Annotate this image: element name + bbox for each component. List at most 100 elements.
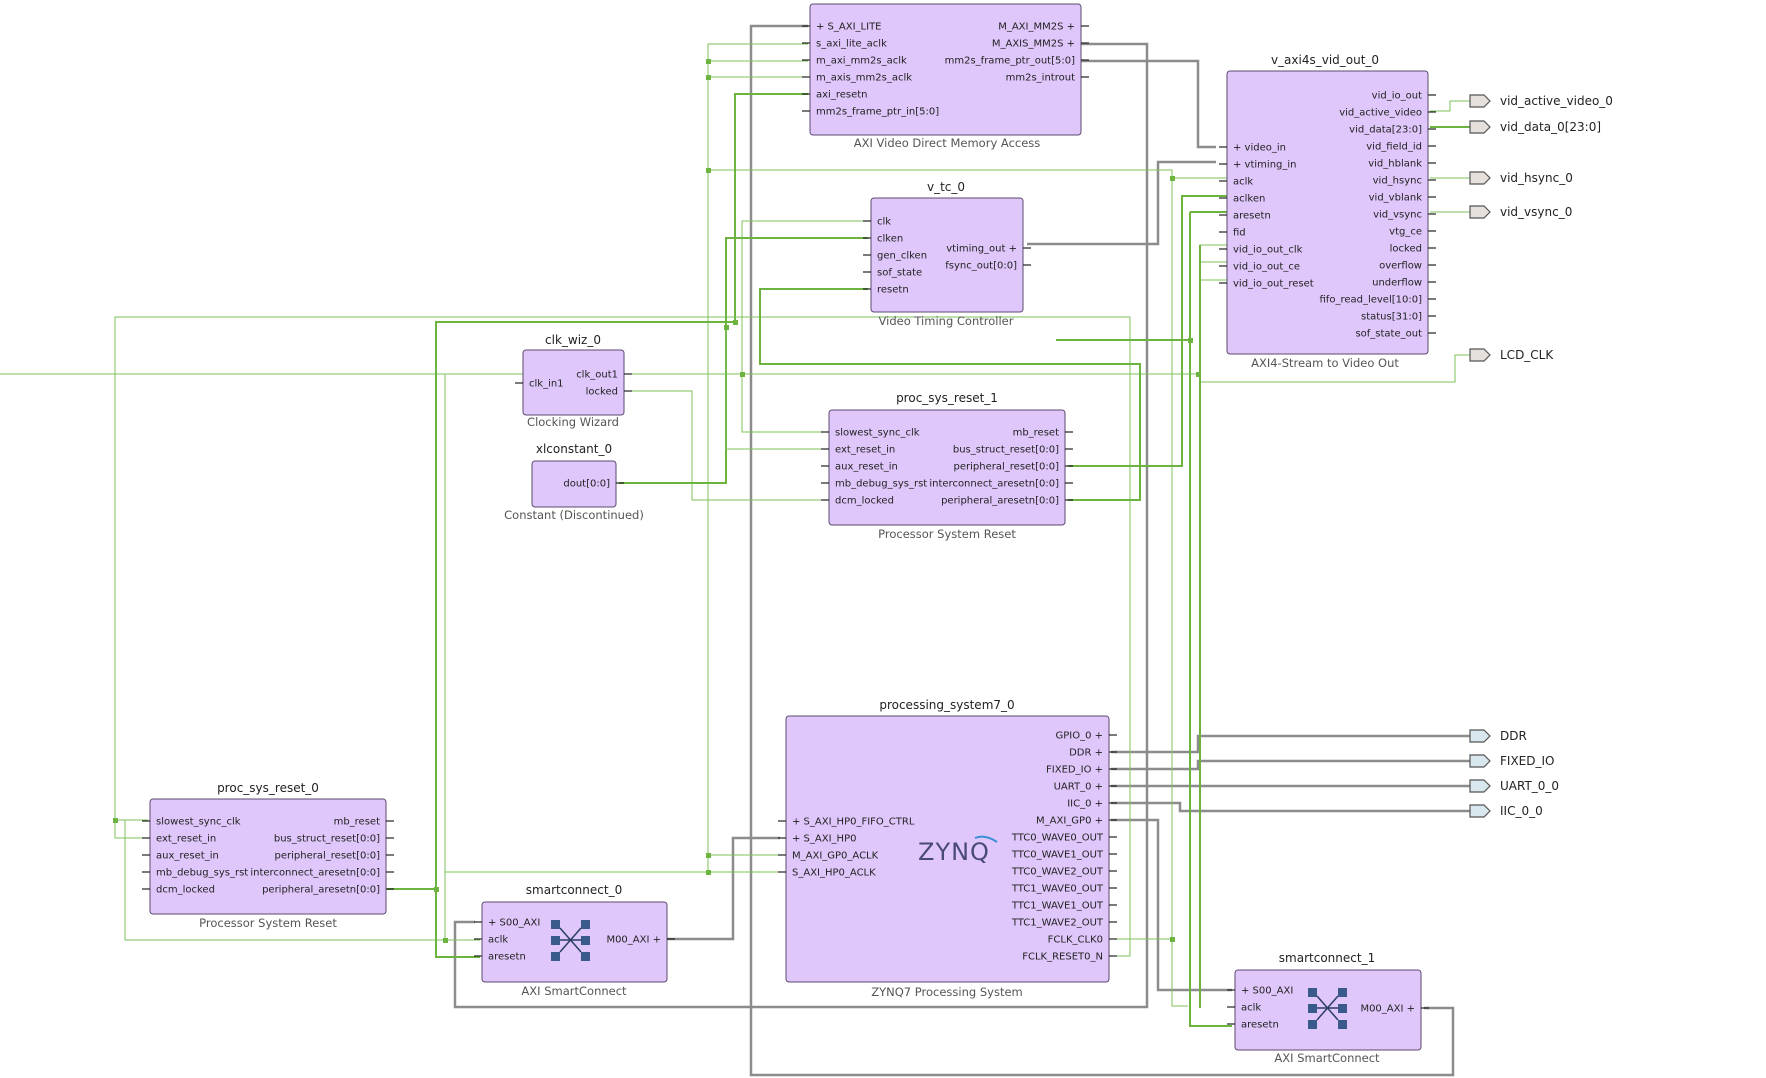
smartconnect-crossbar-icon [1308,988,1347,1029]
vid-out-desc: AXI4-Stream to Video Out [1251,356,1399,370]
block-vtc[interactable]: v_tc_0 Video Timing Controller clkclkeng… [863,180,1031,328]
port-label-ttc1-wave2-out: TTC1_WAVE2_OUT [1011,918,1104,929]
wire-vtc-to-vidout-timing[interactable] [1027,160,1216,246]
sc0-name: smartconnect_0 [526,883,622,897]
port-label-peripheral-reset-0-0-: peripheral_reset[0:0] [275,851,381,862]
block-axi-vdma[interactable]: AXI Video Direct Memory Access + S_AXI_L… [802,3,1089,150]
wire-ddr[interactable] [1111,734,1470,754]
block-zynq-ps7[interactable]: processing_system7_0 ZYNQ7 Processing Sy… [778,698,1117,999]
block-smartconnect-1[interactable]: smartconnect_1 AXI SmartConnect + S00_AX… [1227,951,1429,1065]
smartconnect-crossbar-icon [551,920,590,961]
zynq-logo-swoosh-icon [974,835,998,843]
ext-port-vid-active-video-0-icon[interactable] [1469,94,1491,108]
wire-vdma-axis-to-vidout[interactable] [1081,59,1216,149]
port-label-aresetn: aresetn [488,952,526,963]
wire-sc0-m00-to-ps7-hp0[interactable] [667,836,780,941]
ext-port-lcd-clk-icon[interactable] [1469,348,1491,362]
port-label-ttc1-wave1-out: TTC1_WAVE1_OUT [1011,901,1104,912]
port-label-aclk: aclk [1241,1003,1261,1014]
port-label-video-in: + video_in [1233,143,1286,154]
block-clk-wiz[interactable]: clk_wiz_0 Clocking Wizard clk_in1clk_out… [515,333,632,429]
ps7-desc: ZYNQ7 Processing System [871,985,1022,999]
ext-port-label-vid-data-0-23-0: vid_data_0[23:0] [1500,120,1601,134]
port-label-bus-struct-reset-0-0-: bus_struct_reset[0:0] [953,445,1059,456]
ps7-name: processing_system7_0 [879,698,1014,712]
port-label-mb-debug-sys-rst: mb_debug_sys_rst [156,868,248,879]
ext-port-vid-data-0-23-0-icon[interactable] [1469,120,1491,134]
ext-port-label-vid-active-video-0: vid_active_video_0 [1500,94,1613,108]
port-label-overflow: overflow [1379,261,1422,272]
port-label-m-axi-gp0: M_AXI_GP0 + [1036,816,1103,827]
block-proc-sys-reset-1[interactable]: proc_sys_reset_1 Processor System Reset … [821,391,1073,541]
sc1-name: smartconnect_1 [1279,951,1375,965]
wire-fclk-reset0-n[interactable] [114,316,1131,957]
ext-port-label-lcd-clk: LCD_CLK [1500,348,1554,362]
port-label-vid-data-23-0-: vid_data[23:0] [1349,125,1422,136]
ext-port-label-vid-vsync-0: vid_vsync_0 [1500,205,1572,219]
psr0-desc: Processor System Reset [199,916,337,930]
wire-clk-out1[interactable] [625,354,1470,383]
port-label-m-axis-mm2s-aclk: m_axis_mm2s_aclk [816,73,912,84]
port-label-s-axi-lite: + S_AXI_LITE [816,22,882,33]
vdma-desc: AXI Video Direct Memory Access [854,136,1041,150]
port-label-aux-reset-in: aux_reset_in [835,462,898,473]
port-label-mb-reset: mb_reset [334,817,380,828]
port-label-s-axi-lite-aclk: s_axi_lite_aclk [816,39,887,50]
port-label-interconnect-aresetn-0-0-: interconnect_aresetn[0:0] [929,479,1059,490]
port-label-gen-clken: gen_clken [877,251,927,262]
psr1-name: proc_sys_reset_1 [896,391,998,405]
ext-port-iic-0-0-icon[interactable] [1469,804,1491,818]
wire-ps7-gp0-to-sc1[interactable] [1111,818,1232,992]
wire-fclk-clk0-net[interactable] [707,43,1173,940]
port-label-uart-0: UART_0 + [1054,782,1103,793]
port-label-ext-reset-in: ext_reset_in [156,834,216,845]
port-label-mb-reset: mb_reset [1013,428,1059,439]
port-label-resetn: resetn [877,285,909,296]
block-smartconnect-0[interactable]: smartconnect_0 AXI SmartConnect + S00_AX… [474,883,675,998]
port-label-ttc0-wave2-out: TTC0_WAVE2_OUT [1011,867,1104,878]
port-label-dout-0-0-: dout[0:0] [563,479,610,490]
port-label-aclken: aclken [1233,194,1265,205]
block-vid-out[interactable]: v_axi4s_vid_out_0 AXI4-Stream to Video O… [1219,53,1436,370]
port-label-ext-reset-in: ext_reset_in [835,445,895,456]
port-label-slowest-sync-clk: slowest_sync_clk [156,817,241,828]
port-label-vid-vsync: vid_vsync [1373,210,1422,221]
psr0-name: proc_sys_reset_0 [217,781,319,795]
vtc-desc: Video Timing Controller [879,314,1014,328]
ext-port-fixed-io-icon[interactable] [1469,754,1491,768]
ext-port-label-ddr: DDR [1500,729,1527,743]
ext-port-uart-0-0-icon[interactable] [1469,779,1491,793]
ext-port-vid-vsync-0-icon[interactable] [1469,205,1491,219]
wire-vdma-mm2s-to-sc0[interactable] [453,42,1149,1009]
wire-peripheral-reset-1[interactable] [1068,195,1230,467]
external-ports: vid_active_video_0vid_data_0[23:0]vid_hs… [1469,94,1613,818]
port-label-iic-0: IIC_0 + [1067,799,1103,810]
port-label-vid-active-video: vid_active_video [1339,108,1422,119]
port-label-locked: locked [1390,244,1422,255]
port-label-mm2s-introut: mm2s_introut [1006,73,1075,84]
port-label-peripheral-reset-0-0-: peripheral_reset[0:0] [954,462,1060,473]
port-label-vtiming-out: vtiming_out + [946,244,1017,255]
port-label-m-axi-mm2s: M_AXI_MM2S + [998,22,1075,33]
wire-clkwiz-locked[interactable] [625,390,828,501]
xlconst-name: xlconstant_0 [536,442,612,456]
wire-fixed-io[interactable] [1111,759,1470,771]
clkwiz-desc: Clocking Wizard [527,415,619,429]
ext-port-vid-hsync-0-icon[interactable] [1469,171,1491,185]
block-proc-sys-reset-0[interactable]: proc_sys_reset_0 Processor System Reset … [142,781,394,930]
wire-iic[interactable] [1111,801,1470,813]
wire-peripheral-aresetn-1[interactable] [759,288,1141,501]
port-label-fixed-io: FIXED_IO + [1046,765,1103,776]
port-label-underflow: underflow [1372,278,1422,289]
port-label-ttc0-wave0-out: TTC0_WAVE0_OUT [1011,833,1104,844]
port-label-m-axis-mm2s: M_AXIS_MM2S + [992,39,1075,50]
wire-vid-active-video[interactable] [1430,100,1470,112]
port-label-fsync-out-0-0-: fsync_out[0:0] [945,261,1017,272]
block-xlconstant[interactable]: xlconstant_0 Constant (Discontinued) dou… [504,442,644,522]
port-label-interconnect-aresetn-0-0-: interconnect_aresetn[0:0] [250,868,380,879]
port-label-mm2s-frame-ptr-out-5-0-: mm2s_frame_ptr_out[5:0] [945,56,1075,67]
ext-port-ddr-icon[interactable] [1469,729,1491,743]
port-label-m00-axi: M00_AXI + [606,935,661,946]
vtc-name: v_tc_0 [927,180,965,194]
wire-sc1-m00-to-vdma-s-axi-lite[interactable] [749,24,1455,1077]
